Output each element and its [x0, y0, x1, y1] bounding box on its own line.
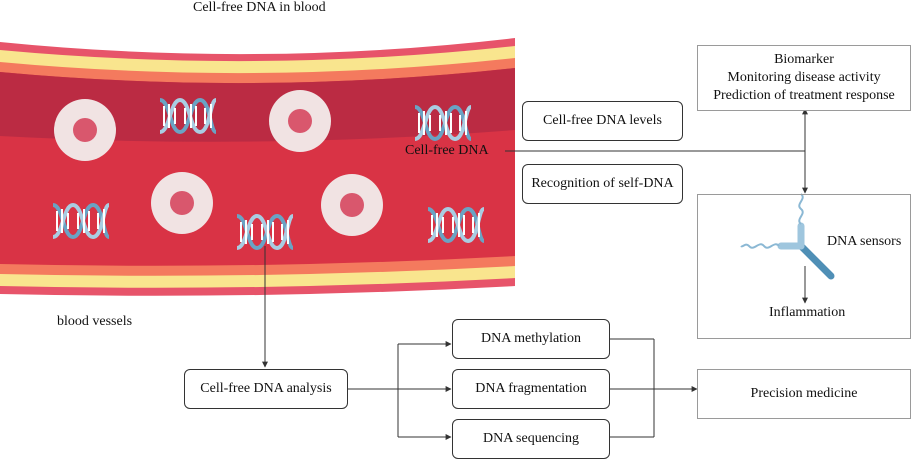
dna-fragment-icon [158, 98, 218, 134]
inflammation-label: Inflammation [769, 305, 846, 320]
dna-sensor-icon [740, 193, 835, 280]
diagram-title: Cell-free DNA in blood [193, 0, 326, 15]
cell-free-dna-label: Cell-free DNA [405, 143, 489, 158]
dna-methylation-box: DNA methylation [452, 319, 610, 359]
dna-fragment-icon [413, 105, 473, 141]
blood-cell [269, 90, 331, 152]
precision-medicine-box: Precision medicine [697, 369, 911, 419]
cfdna-analysis-box: Cell-free DNA analysis [184, 369, 348, 409]
blood-vessels-label: blood vessels [57, 314, 133, 329]
blood-cell [151, 172, 213, 234]
prediction-line: Prediction of treatment response [713, 88, 895, 103]
biomarker-box: Biomarker Monitoring disease activity Pr… [697, 45, 911, 111]
dna-fragment-icon [51, 203, 111, 239]
dna-fragment-icon [235, 214, 295, 250]
vessel-lumen-shadow [0, 68, 515, 142]
biomarker-line: Biomarker [774, 52, 834, 67]
dna-fragmentation-box: DNA fragmentation [452, 369, 610, 409]
cfdna-levels-box: Cell-free DNA levels [522, 101, 683, 141]
blood-cell [54, 99, 116, 161]
dna-sequencing-box: DNA sequencing [452, 419, 610, 459]
dna-fragment-icon [426, 207, 486, 243]
monitoring-line: Monitoring disease activity [727, 70, 881, 85]
dna-sensors-box [697, 194, 911, 339]
self-dna-recognition-box: Recognition of self-DNA [522, 164, 683, 204]
blood-cell [321, 174, 383, 236]
blood-vessel [0, 38, 515, 296]
dna-sensors-label: DNA sensors [827, 234, 902, 249]
